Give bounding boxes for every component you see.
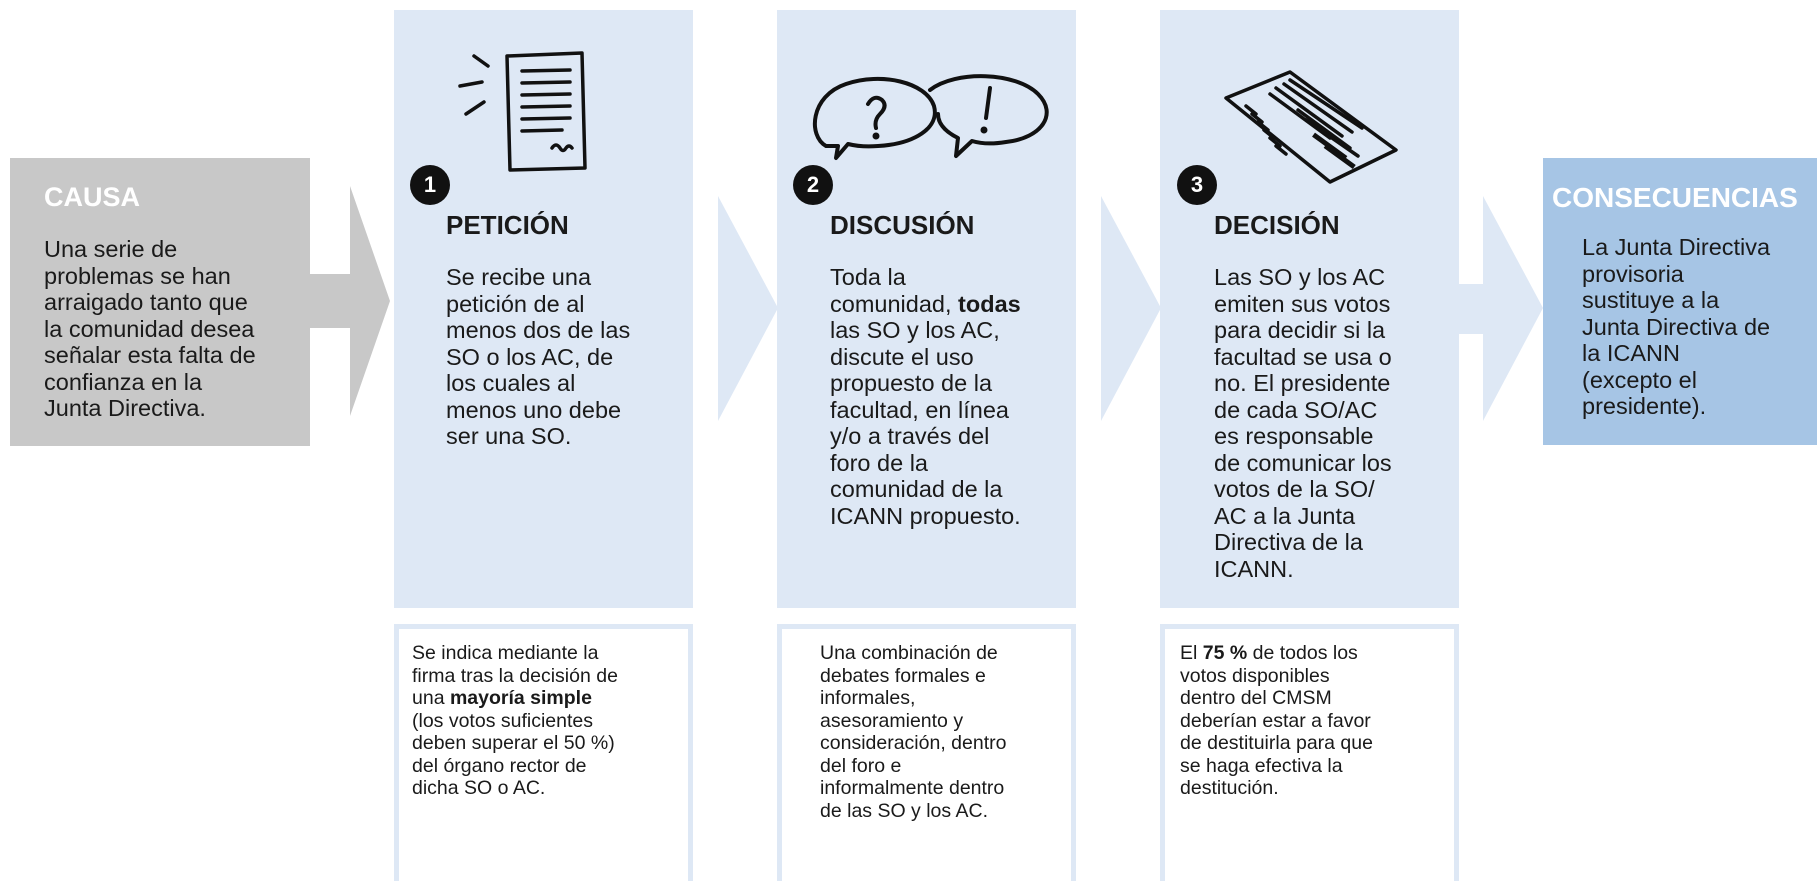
text-line: ser una SO.: [446, 423, 572, 449]
text-line: de las SO y los AC.: [820, 799, 988, 822]
text-line: (los votos suficientes: [412, 709, 593, 732]
text-line: ICANN propuesto.: [830, 502, 1021, 529]
chevron-2-icon: [1101, 196, 1161, 421]
text-line: facultad se usa o: [1214, 343, 1392, 370]
text-line: SO o los AC, de: [446, 343, 614, 370]
text-line: dentro del CMSM: [1180, 687, 1332, 709]
ballot-icon: [1224, 70, 1398, 184]
text-line: los cuales al: [446, 370, 576, 396]
cause-box: [10, 158, 310, 446]
text-line: Toda la: [830, 264, 906, 290]
text-line: asesoramiento y: [820, 709, 964, 732]
text-line: firma tras la decisión de: [412, 664, 618, 687]
emphasis: todas: [958, 290, 1021, 317]
consequence-title: CONSECUENCIAS: [1552, 182, 1798, 213]
emphasis: mayoría simple: [449, 687, 592, 709]
text-line: y/o a través del: [830, 423, 990, 449]
text-line: menos uno debe: [446, 396, 622, 423]
text-line: votos de la SO/: [1214, 476, 1375, 502]
text-line: Las SO y los AC: [1214, 264, 1386, 290]
text-line: del foro e: [820, 754, 902, 777]
text-line: discute el uso: [830, 343, 974, 370]
text-line: para decidir si la: [1214, 317, 1386, 343]
text-line: informalmente dentro: [820, 777, 1005, 799]
consequence-arrow-icon: [1459, 196, 1543, 421]
step-3-title: DECISIÓN: [1214, 210, 1340, 240]
text-line: comunidad de la: [830, 476, 1003, 502]
text-line: del órgano rector de: [412, 754, 587, 777]
text-line: facultad, en línea: [830, 396, 1009, 423]
chevron-1-icon: [718, 196, 778, 421]
text-line: ICANN.: [1214, 555, 1294, 582]
consequence-text: La Junta Directiva provisoria sustituye …: [1582, 234, 1771, 419]
emphasis: 75 %: [1202, 642, 1248, 664]
step-2-badge: 2: [793, 165, 833, 205]
cause-text: Una serie de problemas se han arraigado …: [44, 236, 256, 421]
step-3-column: [1160, 10, 1459, 608]
step-3-badge: 3: [1177, 165, 1217, 205]
step-3-note-box: [1160, 624, 1459, 881]
text-line: petición de al: [446, 290, 585, 317]
text-line: deberían estar a favor: [1180, 709, 1371, 732]
document-icon: [458, 51, 587, 172]
text-line: menos dos de las: [446, 317, 631, 343]
text-line: se haga efectiva la: [1180, 754, 1343, 777]
text-line: Se recibe una: [446, 264, 592, 290]
cause-arrow-icon: [310, 186, 390, 416]
step-1-title: PETICIÓN: [446, 210, 569, 240]
text-line: de destituirla para que: [1180, 732, 1373, 754]
text-line: deben superar el 50 %): [412, 732, 615, 754]
text-line: de comunicar los: [1214, 449, 1392, 476]
cause-title: CAUSA: [44, 182, 141, 212]
text-line: informales,: [820, 687, 916, 709]
text-line: emiten sus votos: [1214, 290, 1391, 317]
speech-bubbles-icon: [812, 74, 1049, 160]
text-line: Se indica mediante la: [412, 642, 599, 664]
text-line: las SO y los AC,: [830, 317, 1000, 343]
step-1-badge: 1: [410, 165, 450, 205]
text-line: de cada SO/AC: [1214, 396, 1378, 423]
step-1-column: [394, 10, 693, 608]
step-1-note-box: [394, 624, 693, 881]
text-line: Una combinación de: [820, 642, 998, 664]
text-line: debates formales e: [820, 664, 986, 687]
step-2-note-box: [777, 624, 1076, 881]
text-line: consideración, dentro: [820, 732, 1007, 754]
text-line: AC a la Junta: [1214, 502, 1356, 529]
step-2-title: DISCUSIÓN: [830, 210, 975, 240]
text-line: es responsable: [1214, 423, 1374, 449]
text-line: Directiva de la: [1214, 529, 1363, 555]
text-line: foro de la: [830, 449, 928, 476]
text-line: propuesto de la: [830, 370, 993, 396]
text-line: comunidad, todas: [830, 290, 1021, 317]
text-line: no. El presidente: [1214, 370, 1391, 396]
text-line: votos disponibles: [1180, 664, 1330, 687]
consequence-box: [1543, 158, 1817, 445]
step-2-column: [777, 10, 1076, 608]
text-line: destitución.: [1180, 777, 1279, 799]
text-line: El 75 % de todos los: [1180, 642, 1358, 664]
text-line: dicha SO o AC.: [412, 777, 546, 799]
text-line: una mayoría simple: [412, 687, 592, 709]
